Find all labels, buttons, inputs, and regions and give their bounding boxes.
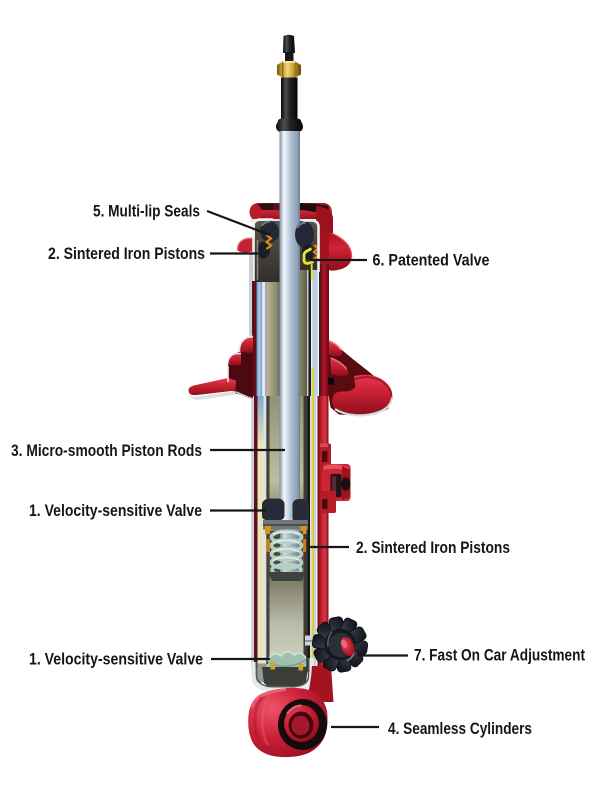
svg-text:1. Velocity-sensitive Valve: 1. Velocity-sensitive Valve bbox=[29, 502, 202, 520]
svg-text:4. Seamless Cylinders: 4. Seamless Cylinders bbox=[388, 720, 532, 738]
svg-text:2. Sintered Iron Pistons: 2. Sintered Iron Pistons bbox=[356, 539, 510, 557]
svg-text:2. Sintered Iron Pistons: 2. Sintered Iron Pistons bbox=[48, 245, 205, 263]
svg-text:5. Multi-lip Seals: 5. Multi-lip Seals bbox=[93, 203, 200, 221]
svg-text:1. Velocity-sensitive Valve: 1. Velocity-sensitive Valve bbox=[29, 651, 203, 669]
svg-text:6. Patented Valve: 6. Patented Valve bbox=[373, 252, 490, 270]
svg-text:3. Micro-smooth Piston Rods: 3. Micro-smooth Piston Rods bbox=[11, 442, 202, 460]
svg-text:7. Fast On Car Adjustment: 7. Fast On Car Adjustment bbox=[414, 647, 585, 665]
